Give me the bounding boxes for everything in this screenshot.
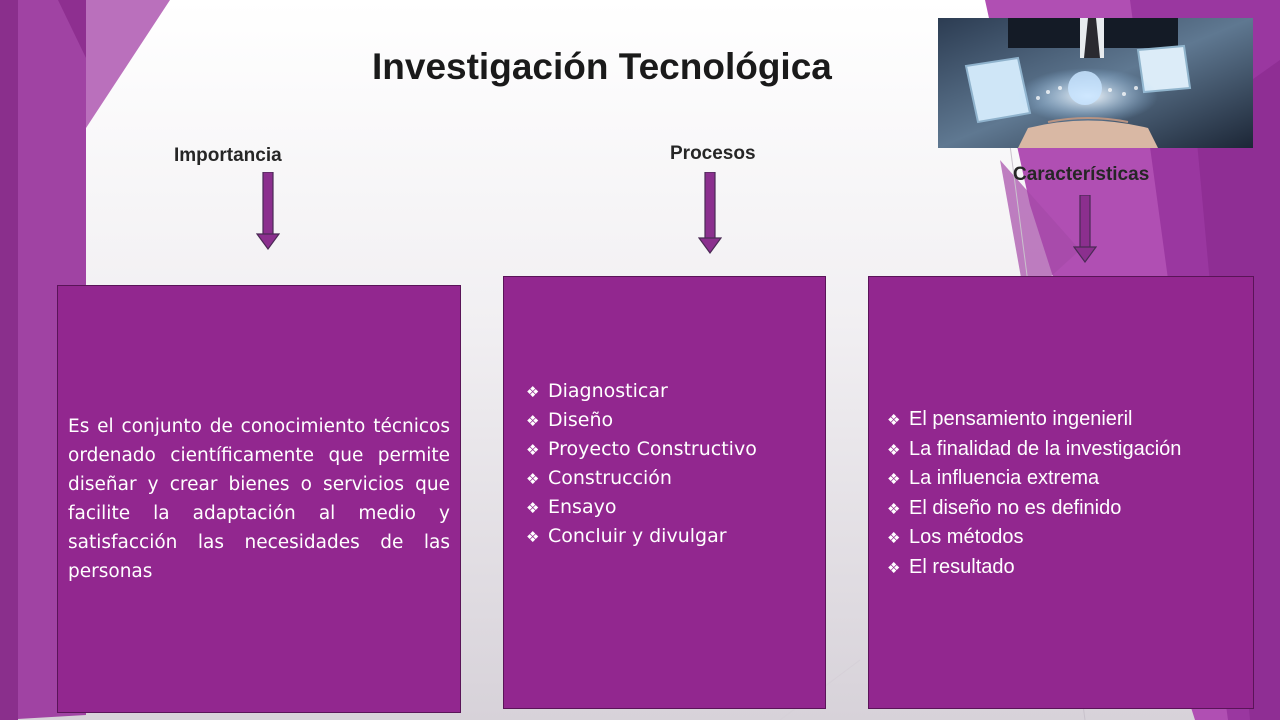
importancia-panel: Es el conjunto de conocimiento técnicos … [57, 285, 461, 713]
procesos-label: Procesos [670, 143, 756, 164]
diamond-bullet-icon: ❖ [526, 441, 540, 459]
procesos-panel: ❖Diagnosticar ❖Diseño ❖Proyecto Construc… [503, 276, 826, 709]
diamond-bullet-icon: ❖ [526, 470, 540, 488]
diamond-bullet-icon: ❖ [887, 559, 901, 577]
diamond-bullet-icon: ❖ [526, 528, 540, 546]
caracteristicas-label: Características [1013, 164, 1150, 185]
list-item: ❖Diseño [526, 406, 825, 435]
diamond-bullet-icon: ❖ [887, 530, 901, 547]
list-item: ❖El resultado [887, 553, 1253, 583]
diamond-bullet-icon: ❖ [526, 412, 540, 430]
list-item: ❖El diseño no es definido [887, 494, 1253, 524]
diamond-bullet-icon: ❖ [887, 412, 901, 429]
importancia-label: Importancia [174, 145, 282, 166]
procesos-list: ❖Diagnosticar ❖Diseño ❖Proyecto Construc… [526, 377, 825, 551]
list-item: ❖Concluir y divulgar [526, 522, 825, 551]
list-item: ❖Ensayo [526, 493, 825, 522]
diamond-bullet-icon: ❖ [526, 499, 540, 517]
caracteristicas-panel: ❖El pensamiento ingenieril ❖La finalidad… [868, 276, 1254, 709]
page-title: Investigación Tecnológica [372, 46, 832, 87]
caracteristicas-list: ❖El pensamiento ingenieril ❖La finalidad… [887, 405, 1253, 582]
list-item: ❖La finalidad de la investigación [887, 435, 1253, 465]
down-arrow-icon [1073, 195, 1097, 263]
list-item: ❖La influencia extrema [887, 464, 1253, 494]
list-item: ❖Proyecto Constructivo [526, 435, 825, 464]
diamond-bullet-icon: ❖ [887, 500, 901, 518]
down-arrow-icon [256, 172, 280, 250]
importancia-text: Es el conjunto de conocimiento técnicos … [68, 416, 450, 582]
list-item: ❖Diagnosticar [526, 377, 825, 406]
list-item: ❖El pensamiento ingenieril [887, 405, 1253, 435]
diamond-bullet-icon: ❖ [887, 471, 901, 488]
diamond-bullet-icon: ❖ [526, 383, 540, 401]
diamond-bullet-icon: ❖ [887, 441, 901, 459]
list-item: ❖Los métodos [887, 523, 1253, 553]
list-item: ❖Construcción [526, 464, 825, 493]
down-arrow-icon [698, 172, 722, 254]
technology-hands-image [938, 18, 1253, 148]
